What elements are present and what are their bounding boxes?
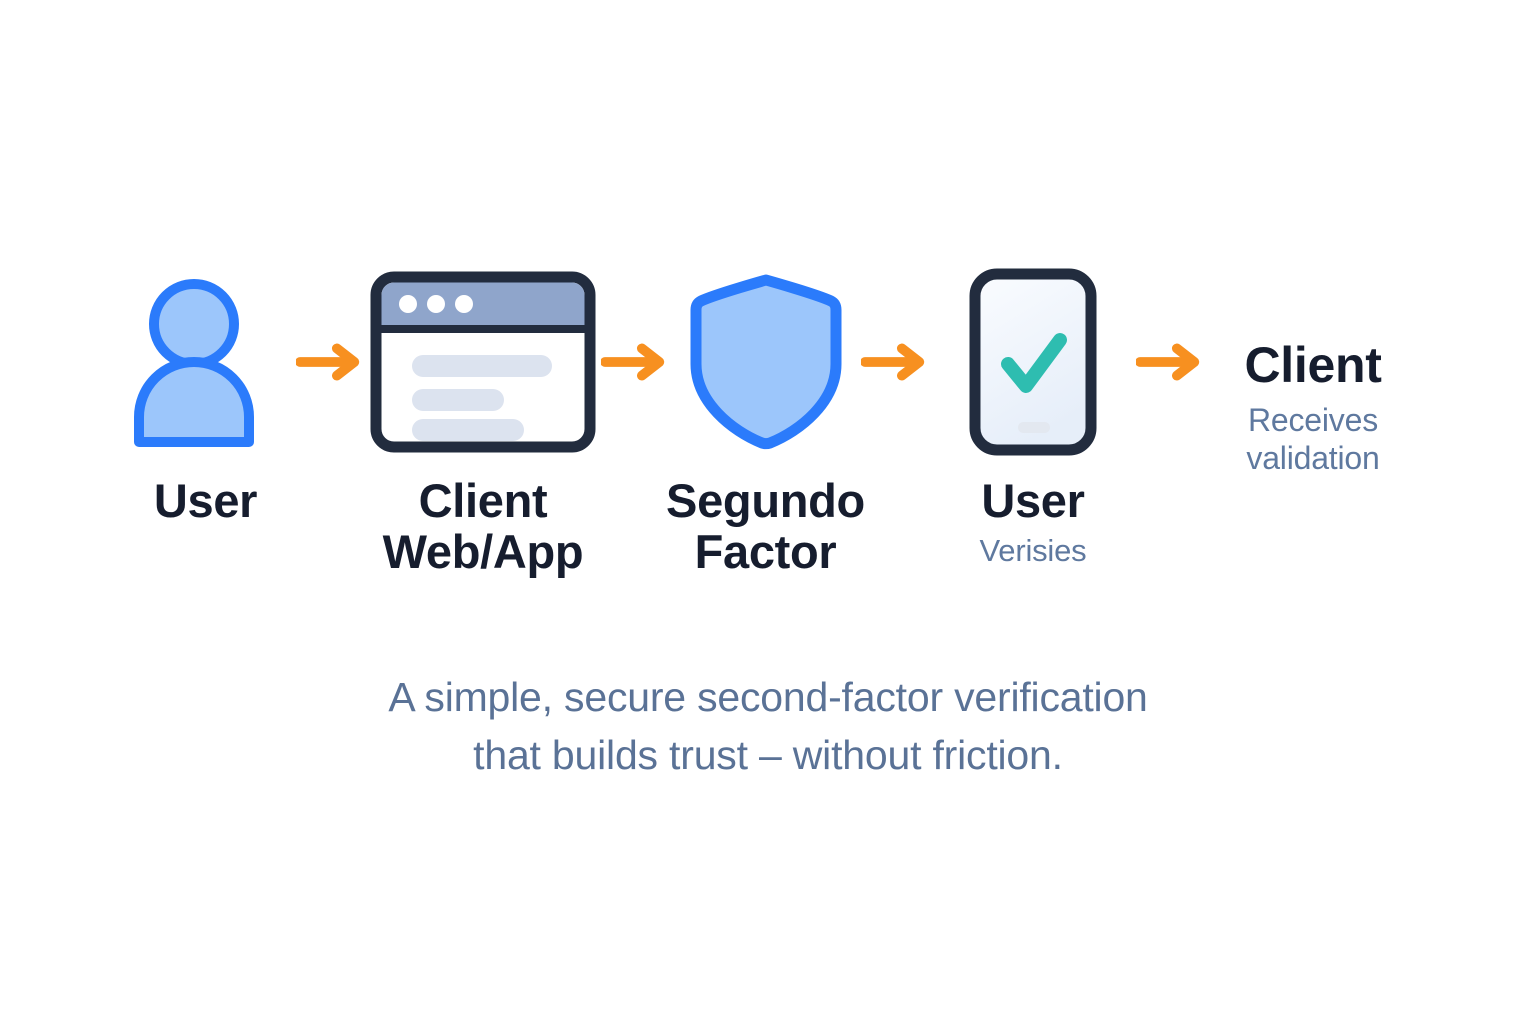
flow-step-client-web-app[interactable]: Client Web/App [366, 262, 601, 578]
flow-step-client-receives[interactable]: Client Receives validation [1206, 262, 1421, 478]
flow-step-user-verifies[interactable]: User Verisies [931, 262, 1136, 569]
step-title: User [981, 474, 1085, 527]
user-avatar-icon [133, 279, 254, 447]
segundo-factor-labels: Segundo Factor [666, 474, 865, 578]
step-subtitle: Verisies [979, 532, 1087, 568]
content-bar [412, 355, 552, 377]
step-title: User [153, 474, 258, 527]
arrow-right-icon [295, 343, 359, 381]
step-title: Client Web/App [382, 474, 584, 578]
arrow-2 [600, 262, 671, 462]
user-labels: User [153, 474, 258, 527]
user-avatar-art [131, 262, 281, 462]
arrow-right-icon [1135, 343, 1199, 381]
arrow-1 [295, 262, 366, 462]
client-receives-labels: Client Receives validation [1244, 338, 1381, 478]
phone-check-icon [969, 268, 1097, 456]
shield-icon [690, 274, 841, 450]
browser-window-art [370, 262, 596, 462]
phone-check-art [968, 262, 1098, 462]
flow-step-user[interactable]: User [116, 262, 296, 527]
flow-step-segundo-factor[interactable]: Segundo Factor [666, 262, 865, 578]
step-subtitle: Receives validation [1246, 402, 1380, 476]
arrow-right-icon [600, 343, 664, 381]
content-bar [412, 419, 524, 441]
step-title: Client [1244, 337, 1382, 393]
arrow-4 [1135, 262, 1206, 462]
home-indicator [1018, 422, 1050, 433]
client-web-app-labels: Client Web/App [382, 474, 584, 578]
step-title: Segundo Factor [666, 474, 865, 578]
user-verifies-labels: User Verisies [979, 474, 1087, 569]
caption-text: A simple, secure second-factor verificat… [388, 674, 1148, 779]
arrow-right-icon [860, 343, 924, 381]
content-bar [412, 389, 504, 411]
browser-window-icon [370, 271, 596, 453]
shield-art [688, 262, 844, 462]
check-icon [1001, 333, 1067, 393]
verification-flow: User [0, 262, 1536, 578]
arrow-3 [860, 262, 931, 462]
